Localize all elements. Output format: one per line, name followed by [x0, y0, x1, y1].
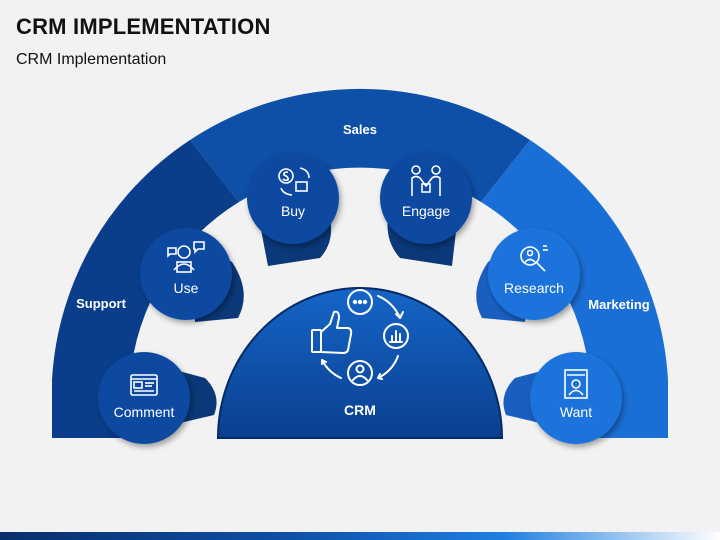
sales-segment — [190, 88, 530, 202]
node-engage: Engage — [380, 152, 472, 266]
node-use-label: Use — [174, 280, 199, 296]
web-profile-icon — [130, 374, 158, 396]
node-research-label: Research — [504, 280, 564, 296]
crm-label: CRM — [344, 402, 376, 418]
sales-label: Sales — [343, 122, 377, 137]
node-buy-label: Buy — [281, 203, 305, 219]
crm-center: CRM — [216, 287, 504, 439]
node-comment: Comment — [98, 352, 217, 444]
thumbs-up-cycle-icon — [311, 289, 409, 386]
node-use: Use — [140, 228, 244, 322]
support-label: Support — [76, 296, 126, 311]
wanted-poster-icon — [564, 369, 588, 399]
magnify-person-icon — [520, 245, 548, 272]
page-subtitle: CRM Implementation — [16, 51, 167, 68]
node-comment-label: Comment — [114, 404, 175, 420]
user-chat-icon — [167, 241, 205, 273]
node-want: Want — [503, 352, 622, 444]
node-research: Research — [476, 228, 580, 322]
marketing-label: Marketing — [588, 297, 649, 312]
bottom-accent-bar — [0, 532, 720, 540]
node-want-label: Want — [560, 404, 592, 420]
money-cycle-icon — [278, 167, 310, 196]
handshake-people-icon — [411, 165, 441, 196]
page-title: CRM IMPLEMENTATION — [16, 14, 271, 39]
node-buy: Buy — [247, 152, 339, 266]
node-engage-label: Engage — [402, 203, 450, 219]
